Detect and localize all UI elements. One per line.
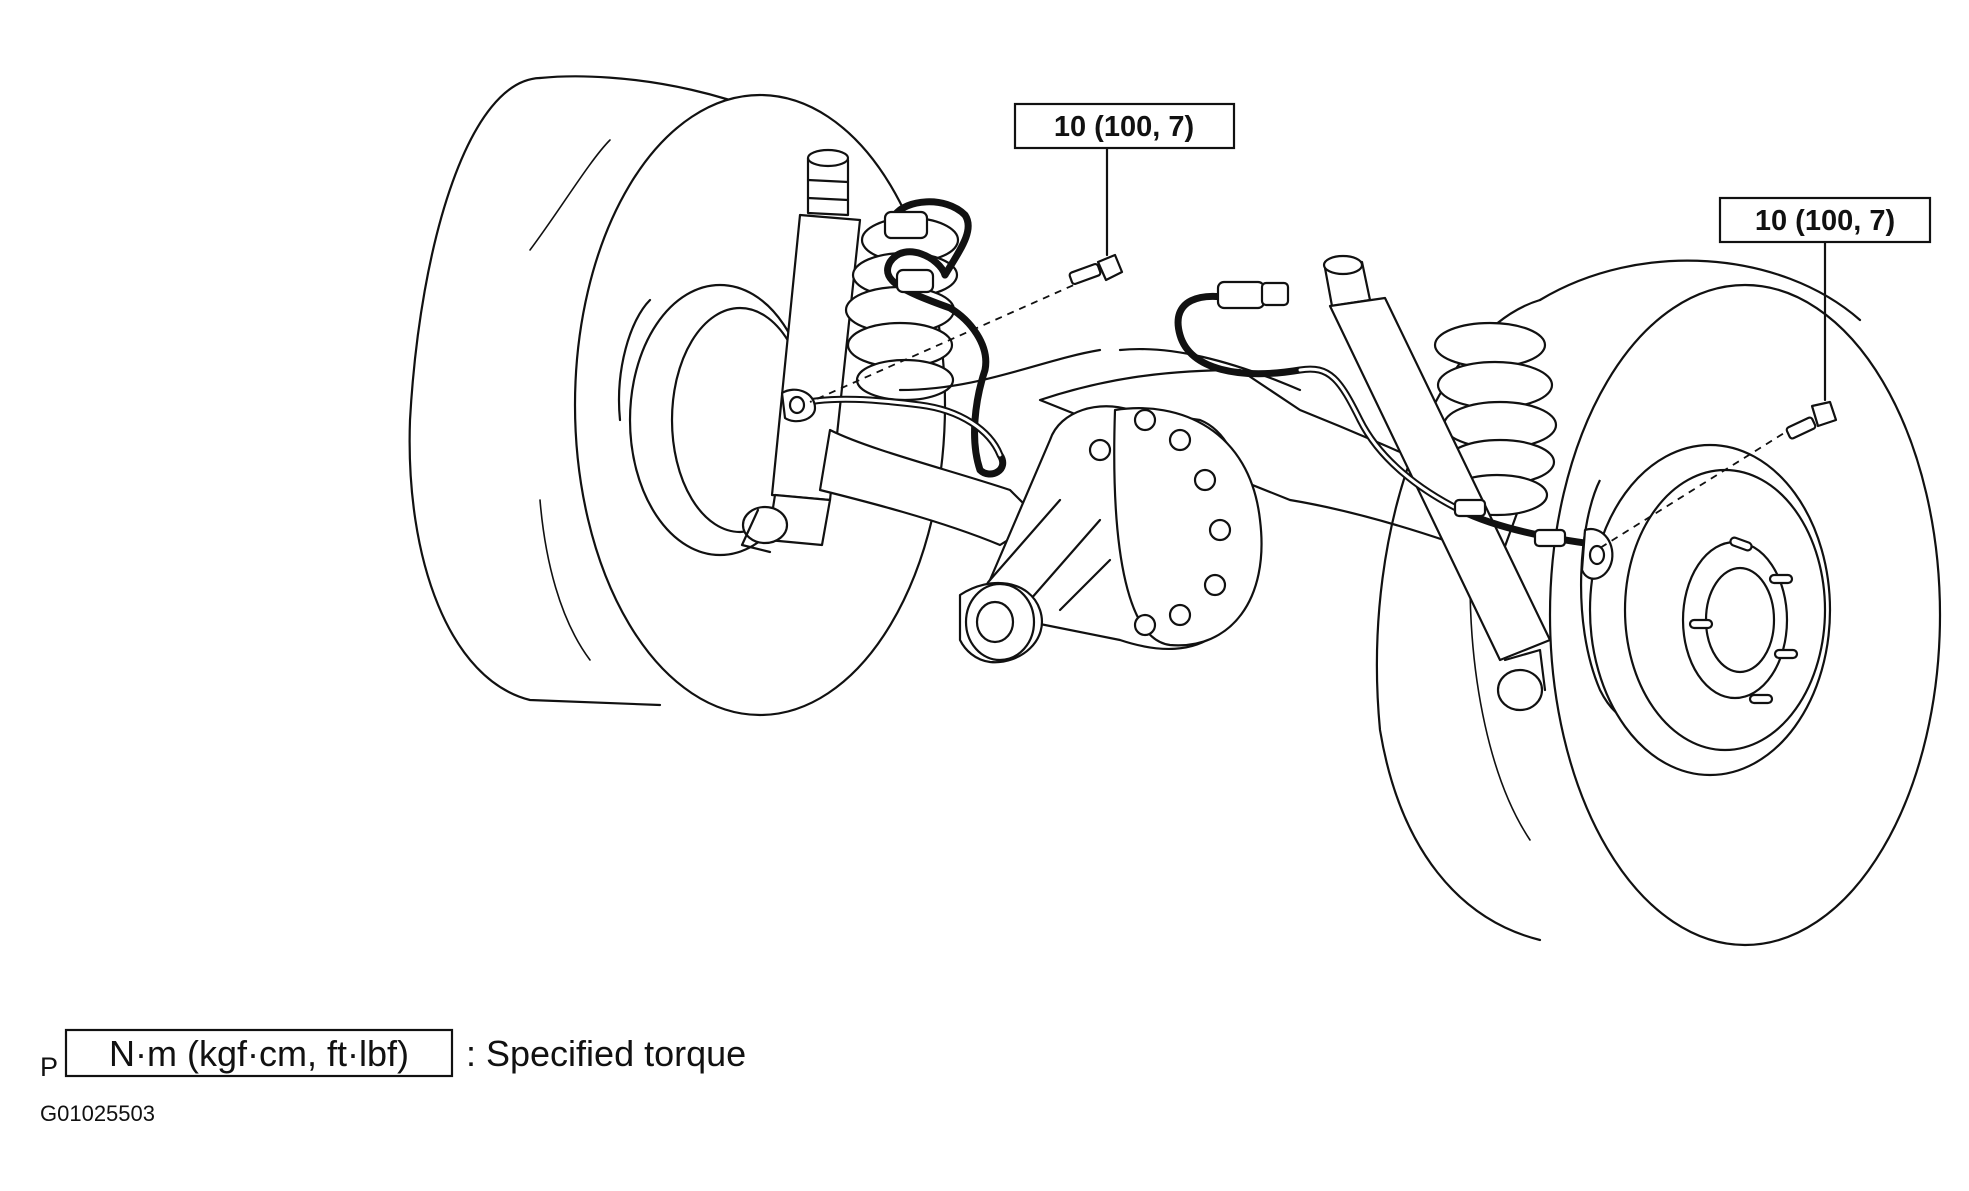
wheel-studs xyxy=(1688,536,1799,705)
figure-code: G01025503 xyxy=(40,1101,155,1126)
left-brake-drum xyxy=(617,283,812,557)
torque-callout-left: 10 (100, 7) xyxy=(1013,102,1236,257)
torque-callout-right-box xyxy=(1718,196,1932,244)
right-shock-absorber xyxy=(1322,254,1552,712)
left-abs-sensor-harness xyxy=(780,198,1006,478)
differential-carrier xyxy=(958,405,1263,664)
legend-description: : Specified torque xyxy=(466,1033,746,1074)
torque-callout-left-label: 10 (100, 7) xyxy=(1054,111,1194,143)
torque-legend: P N·m (kgf·cm, ft·lbf) : Specified torqu… xyxy=(40,1028,746,1082)
left-coil-spring xyxy=(844,216,960,402)
right-sensor-connector xyxy=(1216,280,1266,310)
differential-cover-bolts xyxy=(1088,408,1232,637)
left-sensor-bolt xyxy=(809,253,1124,403)
torque-callout-right-label: 10 (100, 7) xyxy=(1755,205,1895,237)
torque-callout-right: 10 (100, 7) xyxy=(1718,196,1932,402)
right-abs-sensor-harness xyxy=(1174,280,1614,580)
right-sensor-bolt xyxy=(1599,400,1838,549)
right-coil-spring xyxy=(1433,321,1558,517)
legend-units-box xyxy=(64,1028,454,1078)
legend-marker: P xyxy=(40,1052,58,1082)
left-shock-absorber xyxy=(740,148,862,554)
torque-callout-left-box xyxy=(1013,102,1236,150)
legend-units: N·m (kgf·cm, ft·lbf) xyxy=(109,1033,409,1074)
left-sensor-connector xyxy=(883,210,929,240)
